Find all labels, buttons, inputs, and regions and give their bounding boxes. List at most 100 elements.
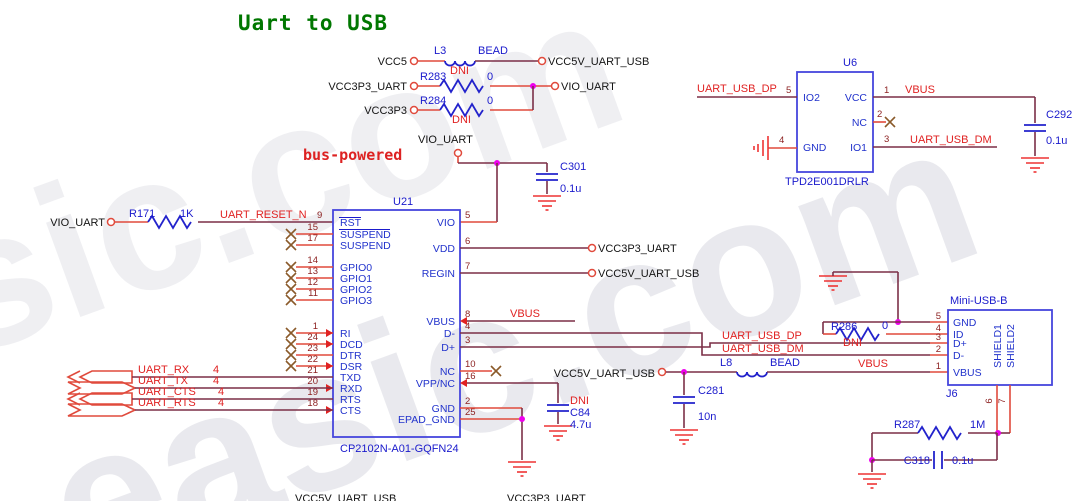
u6-pin-io1: IO1 [850,142,867,154]
pin-number: 21 [307,365,318,376]
val-c281: 10n [698,411,716,423]
u21-pin-dcd: DCD [340,339,363,351]
j6-pin-dminus: D- [953,350,965,362]
u21-pin-dsr: DSR [340,361,363,373]
ref-u6: U6 [843,57,857,69]
u21-pin-vio: VIO [437,217,455,229]
bus-powered-note: bus-powered [303,146,402,164]
dni-c84: DNI [570,395,589,407]
val-l8: BEAD [770,357,800,369]
power-port-icon [453,148,463,158]
val-c301: 0.1u [560,183,581,195]
j6-pin-shield2: SHIELD2 [1005,324,1017,368]
page-ref: 4 [218,386,224,398]
dni-r286: DNI [843,337,862,349]
net-label-vcc5v-uart-usb: VCC5V_UART_USB [598,268,699,280]
pin-number: 4 [465,321,470,332]
pin-number: 16 [465,371,476,382]
j6-pin-shield1: SHIELD1 [992,324,1004,368]
pin-number: 3 [465,335,470,346]
junction-dot [519,416,525,422]
pin-number: 6 [465,236,470,247]
watermark: easic.com easic.com [0,0,1004,501]
net-label-vbus: VBUS [905,84,935,96]
rail-vcc3p3-uart-row: VCC3P3_UART R283 0 VIO_UART [328,71,616,93]
ref-u21: U21 [393,196,413,208]
vbus-filter-row: VCC5V_UART_USB C281 10n L8 BEAD VBUS [554,357,948,445]
capacitor-c292 [1023,124,1047,132]
val-r287: 1M [970,419,985,431]
pin-arrow-icon [460,317,467,325]
pin-number: 18 [307,398,318,409]
offpage-connector-icon [78,370,133,384]
page-title: Uart to USB [238,11,388,35]
pin-number: 3 [884,134,889,145]
val-r286: 0 [882,320,888,332]
pin-number: 13 [307,266,318,277]
u21-pin-dtr: DTR [340,350,362,362]
pin-number: 10 [465,359,476,370]
ground-symbol [669,429,699,445]
val-r171: 1K [180,208,194,220]
pin-number: 6 [984,398,995,403]
u21-pin-rst: RST [340,217,362,229]
pin-number: 4 [779,135,784,146]
uart-offpage-connectors: UART_RX 4 UART_TX 4 UART_CTS 4 UART_RTS … [66,364,333,417]
pin-number: 22 [307,354,318,365]
no-connect-icon [285,283,297,295]
pin-number: 5 [465,210,470,221]
pin-number: 17 [307,233,318,244]
ground-symbol [857,473,887,489]
u21-pin-epad-gnd: EPAD_GND [398,414,455,426]
offpage-chevron-icon [66,392,81,406]
capacitor-c318 [933,450,943,470]
u21-pin-rxd: RXD [340,383,363,395]
ref-c318: C318 [904,455,930,467]
u21-pin-vbus: VBUS [426,316,455,328]
pin-number: 1 [936,361,941,372]
net-label-vbus: VBUS [510,308,540,320]
power-port-icon [657,367,667,377]
pin-arrow-icon [326,340,333,348]
dni-r284: DNI [452,114,471,126]
ref-l8: L8 [720,357,732,369]
pin-arrow-icon [460,379,467,387]
ref-r283: R283 [420,71,446,83]
ref-c281: C281 [698,385,724,397]
net-label-uart-usb-dp: UART_USB_DP [722,330,802,342]
ground-symbol [532,195,562,211]
power-port-icon [587,243,597,253]
net-label-uart-usb-dm: UART_USB_DM [910,134,992,146]
pin-number: 4 [936,323,941,334]
offpage-connector-icon [67,403,137,417]
pin-number: 11 [308,288,318,299]
pin-number: 24 [307,332,318,343]
power-port-icon [409,81,419,91]
pin-number: 2 [877,109,882,120]
net-label-vio-uart: VIO_UART [50,217,105,229]
bottom-cut-labels: VCC5V_UART_USB VCC3P3_UART [295,493,586,501]
u21-right-nets: VCC3P3_UART VCC5V_UART_USB VBUS UART_USB… [460,243,948,477]
part-u6: TPD2E001DRLR [785,176,869,188]
pin-number: 12 [307,277,318,288]
net-label-vcc3p3-uart: VCC3P3_UART [328,81,407,93]
power-port-icon [409,56,419,66]
u21-pin-txd: TXD [340,372,361,384]
u6-pin-io2: IO2 [803,92,820,104]
ref-r284: R284 [420,95,446,107]
pin-number: 7 [465,261,470,272]
val-c84: 4.7u [570,419,591,431]
pin-number: 5 [786,85,791,96]
pin-number: 23 [307,343,318,354]
net-label-uart-usb-dp: UART_USB_DP [697,83,777,95]
u21-pin-nc: NC [440,366,456,378]
u6-pin-nc: NC [852,117,868,129]
part-u21: CP2102N-A01-GQFN24 [340,443,459,455]
pin-number: 3 [936,332,941,343]
pin-number: 7 [997,398,1008,403]
val-l3: BEAD [478,45,508,57]
net-label-uart-cts: UART_CTS [138,386,196,398]
j6-pin-dplus: D+ [953,338,967,350]
part-j6: Mini-USB-B [950,295,1007,307]
